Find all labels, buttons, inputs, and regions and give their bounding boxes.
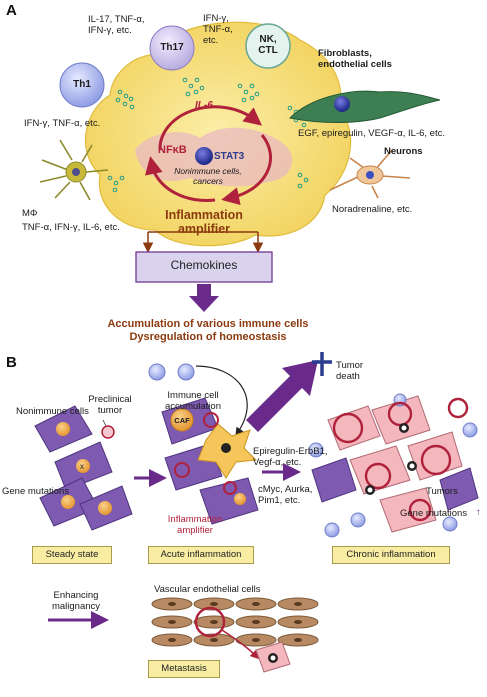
tumor-death-arrow xyxy=(246,360,318,432)
caf-cell xyxy=(170,408,194,432)
svg-text:x: x xyxy=(80,462,84,471)
enhancing-label: Enhancing malignancy xyxy=(51,590,101,612)
noradrenaline-label: Noradrenaline, etc. xyxy=(332,204,413,215)
fibroblast-nucleus xyxy=(334,96,350,112)
panel-b-letter: B xyxy=(6,354,17,371)
th17-cytokines-label: IL-17, TNF-α, IFN-γ, etc. xyxy=(88,14,145,36)
stage-steady: Steady state xyxy=(32,546,112,564)
tumor-nuclei xyxy=(365,423,417,495)
nfkb-label: NFκB xyxy=(158,144,187,156)
fibroblasts-label: Fibroblasts, endothelial cells xyxy=(318,48,392,70)
th17-label: Th17 xyxy=(160,42,184,53)
amplifier-label: Inflammation amplifier xyxy=(165,208,243,236)
stage-acute: Acute inflammation xyxy=(148,546,254,564)
outcome-label: Accumulation of various immune cells Dys… xyxy=(107,318,309,343)
macro-cytokines-label: TNF-α, IFN-γ, IL-6, etc. xyxy=(22,222,120,233)
inner-cell-shape xyxy=(135,127,293,187)
amplifier-loop xyxy=(144,105,273,205)
acute-amplifier-loops xyxy=(174,412,237,495)
cmyc-label: cMyc, Aurka, Pim1, etc. xyxy=(258,484,313,506)
th17-cell xyxy=(149,25,195,71)
acute-immune-cells xyxy=(148,363,195,381)
nk-ctl-label: NK, CTL xyxy=(258,34,278,56)
preclinical-tumor-cell xyxy=(101,425,115,439)
immune-accumulation-label: Immune cell accumulation xyxy=(165,390,221,412)
fibro-factors-label: EGF, epiregulin, VEGF-α, IL-6, etc. xyxy=(298,128,445,139)
stage-chronic: Chronic inflammation xyxy=(332,546,450,564)
chemokines-label: Chemokines xyxy=(170,258,238,272)
macrophage-cell xyxy=(39,139,109,201)
th1-label: Th1 xyxy=(73,79,91,90)
preclinical-tumor-label: Preclinical tumor xyxy=(88,394,132,416)
metastasis-nucleus-dot xyxy=(270,655,276,661)
th1-cytokines-label: IFN-γ, TNF-α, etc. xyxy=(24,118,101,129)
nk-cytokines-label: IFN-γ, TNF-α, etc. xyxy=(203,13,233,46)
chronic-amplifier-loops xyxy=(332,397,469,522)
preclinical-pointer xyxy=(102,419,107,427)
chemokines-down-arrow xyxy=(189,284,219,312)
tumor-death-label: Tumor death xyxy=(336,360,364,382)
chronic-purple-cells xyxy=(311,457,479,511)
vascular-label: Vascular endothelial cells xyxy=(154,584,261,595)
epiregulin-label: Epiregulin-ErbB1, Vegf-α, etc. xyxy=(253,446,328,468)
up-arrow-icon: ↑ xyxy=(476,507,481,518)
nonimmune-cells-label: Nonimmune cells xyxy=(16,406,89,417)
th1-cell xyxy=(59,62,105,108)
gene-mutations-up-label: Gene mutations xyxy=(400,508,468,519)
neuron-cell xyxy=(329,149,411,199)
macrophage-nucleus xyxy=(72,168,80,176)
chemokines-box xyxy=(135,251,273,283)
neurons-label: Neurons xyxy=(384,146,423,157)
stat3-label: STAT3 xyxy=(214,151,245,162)
tumor-death-cross xyxy=(312,352,332,376)
tumors-label: Tumors xyxy=(426,486,458,497)
immune-recruit-arrow xyxy=(195,365,248,436)
nonimmune-label: Nonimmune cells, cancers xyxy=(174,166,242,186)
nucleus xyxy=(195,147,213,165)
acute-nucleus xyxy=(234,493,246,505)
panel-a-letter: A xyxy=(6,2,17,19)
il6-label: IL-6 xyxy=(195,100,213,111)
steady-nuclei: x xyxy=(56,422,112,515)
metastasis-arrow xyxy=(221,629,260,660)
macrophage-label: MΦ xyxy=(22,208,38,219)
acute-cells xyxy=(161,397,259,525)
amplifier-nucleus xyxy=(221,443,231,453)
endothelial-nuclei xyxy=(168,602,302,642)
inflammation-amplifier-label: Inflammation amplifier xyxy=(167,514,223,536)
nk-ctl-cell xyxy=(245,23,291,69)
fibroblast-cell xyxy=(288,90,441,123)
caf-label: CAF xyxy=(174,416,190,425)
metastasis-loop xyxy=(194,606,226,638)
gene-mutations-label: Gene mutations xyxy=(2,486,70,497)
neuron-nucleus xyxy=(366,171,374,179)
stage-metastasis: Metastasis xyxy=(148,660,220,678)
